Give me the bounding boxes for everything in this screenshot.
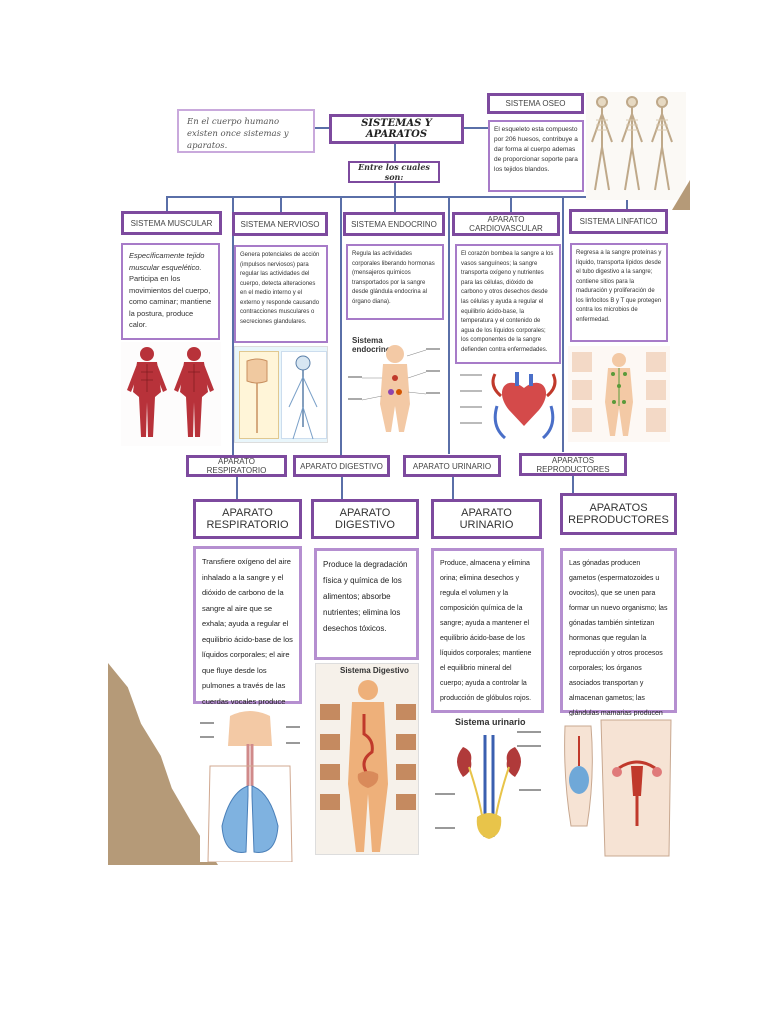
nervioso-title-box: SISTEMA NERVIOSO bbox=[232, 212, 328, 236]
respiratorio-title: APARATO RESPIRATORIO bbox=[206, 507, 289, 531]
muscular-italic: Específicamente tejido muscular esquelét… bbox=[129, 251, 205, 272]
intro-box: En el cuerpo humano existen once sistema… bbox=[177, 109, 315, 153]
connector bbox=[464, 127, 488, 129]
linfatico-title-box: SISTEMA LINFATICO bbox=[569, 209, 668, 234]
connector bbox=[626, 196, 628, 210]
connector bbox=[562, 196, 564, 452]
muscular-title-box: SISTEMA MUSCULAR bbox=[121, 211, 222, 235]
urinario-caption: Sistema urinario bbox=[455, 717, 526, 727]
oseo-title: SISTEMA OSEO bbox=[505, 99, 566, 108]
respiratorio-text: Transfiere oxígeno del aire inhalado a l… bbox=[202, 557, 293, 721]
cardiovascular-title: APARATO CARDIOVASCULAR bbox=[469, 215, 543, 233]
nervioso-text: Genera potenciales de acción (impulsos n… bbox=[240, 252, 320, 325]
reproductores-text: Las gónadas producen gametos (espermatoz… bbox=[569, 560, 668, 732]
connector bbox=[448, 196, 450, 454]
linfatico-text: Regresa a la sangre proteínas y líquido,… bbox=[576, 250, 662, 323]
digestivo-title: APARATO DIGESTIVO bbox=[335, 507, 395, 531]
connector bbox=[280, 196, 282, 212]
oseo-text: El esqueleto esta compuesto por 206 hues… bbox=[494, 126, 578, 173]
small-header-reproductores-label: APARATOS REPRODUCTORES bbox=[536, 455, 610, 474]
endocrino-title: SISTEMA ENDOCRINO bbox=[351, 219, 437, 229]
muscular-title: SISTEMA MUSCULAR bbox=[130, 218, 213, 228]
endocrino-title-box: SISTEMA ENDOCRINO bbox=[343, 212, 445, 236]
oseo-title-box: SISTEMA OSEO bbox=[487, 93, 584, 114]
digestivo-caption: Sistema Digestivo bbox=[340, 666, 409, 675]
linfatico-box: Regresa a la sangre proteínas y líquido,… bbox=[570, 243, 668, 342]
connector bbox=[166, 196, 168, 212]
small-header-digestivo-label: APARATO DIGESTIVO bbox=[300, 461, 383, 471]
small-header-urinario: APARATO URINARIO bbox=[403, 455, 501, 477]
muscular-box: Específicamente tejido muscular esquelét… bbox=[121, 243, 220, 340]
digestivo-image: Sistema Digestivo bbox=[315, 663, 419, 855]
skeleton-image bbox=[586, 92, 686, 200]
digestivo-box: Produce la degradación física y química … bbox=[314, 548, 419, 660]
urinario-box: Produce, almacena y elimina orina; elimi… bbox=[431, 548, 544, 713]
connector bbox=[315, 127, 329, 129]
reproductores-box: Las gónadas producen gametos (espermatoz… bbox=[560, 548, 677, 732]
reproductores-title-box: APARATOS REPRODUCTORES bbox=[560, 493, 677, 535]
connector bbox=[394, 196, 396, 212]
endocrino-caption: Sistema endocrino bbox=[352, 336, 391, 354]
muscular-image bbox=[121, 342, 221, 446]
cardiovascular-box: El corazón bombea la sangre a los vasos … bbox=[455, 244, 561, 364]
nervioso-box: Genera potenciales de acción (impulsos n… bbox=[234, 245, 328, 343]
connector bbox=[236, 477, 238, 499]
small-header-digestivo: APARATO DIGESTIVO bbox=[293, 455, 390, 477]
main-title-box: SISTEMAS Y APARATOS bbox=[329, 114, 464, 144]
subtitle: Entre los cuales son: bbox=[358, 162, 430, 182]
respiratorio-title-box: APARATO RESPIRATORIO bbox=[193, 499, 302, 539]
nervioso-title: SISTEMA NERVIOSO bbox=[240, 219, 320, 229]
small-header-respiratorio: APARATO RESPIRATORIO bbox=[186, 455, 287, 477]
nervioso-image bbox=[234, 346, 328, 443]
endocrino-image: Sistema endocrino bbox=[346, 334, 444, 434]
cardiovascular-title-box: APARATO CARDIOVASCULAR bbox=[452, 212, 560, 236]
connector bbox=[232, 196, 234, 456]
respiratorio-image bbox=[200, 706, 300, 862]
urinario-title-box: APARATO URINARIO bbox=[431, 499, 542, 539]
connector bbox=[340, 196, 342, 456]
intro-text: En el cuerpo humano existen once sistema… bbox=[187, 117, 289, 151]
digestivo-text: Produce la degradación física y química … bbox=[323, 560, 408, 633]
digestivo-title-box: APARATO DIGESTIVO bbox=[311, 499, 419, 539]
oseo-box: El esqueleto esta compuesto por 206 hues… bbox=[488, 120, 584, 192]
respiratorio-box: Transfiere oxígeno del aire inhalado a l… bbox=[193, 546, 302, 721]
reproductores-title: APARATOS REPRODUCTORES bbox=[568, 502, 669, 526]
urinario-image: Sistema urinario bbox=[433, 717, 545, 857]
connector bbox=[394, 183, 396, 197]
endocrino-box: Regula las actividades corporales libera… bbox=[346, 244, 444, 320]
connector bbox=[166, 196, 628, 198]
endocrino-text: Regula las actividades corporales libera… bbox=[352, 251, 435, 305]
main-title: SISTEMAS Y APARATOS bbox=[361, 118, 432, 140]
cardiovascular-image bbox=[487, 366, 561, 446]
connector bbox=[394, 143, 396, 161]
subtitle-box: Entre los cuales son: bbox=[348, 161, 440, 183]
muscular-text: Participa en los movimientos del cuerpo,… bbox=[129, 274, 212, 329]
connector bbox=[510, 196, 512, 212]
urinario-title: APARATO URINARIO bbox=[459, 507, 514, 531]
small-header-reproductores: APARATOS REPRODUCTORES bbox=[519, 453, 627, 476]
small-header-respiratorio-label: APARATO RESPIRATORIO bbox=[206, 457, 267, 475]
cardiovascular-label-strip bbox=[460, 368, 486, 438]
cardiovascular-text: El corazón bombea la sangre a los vasos … bbox=[461, 251, 554, 353]
urinario-text: Produce, almacena y elimina orina; elimi… bbox=[440, 560, 532, 702]
linfatico-image bbox=[568, 346, 670, 442]
connector bbox=[572, 476, 574, 494]
connector bbox=[452, 477, 454, 499]
small-header-urinario-label: APARATO URINARIO bbox=[412, 461, 492, 471]
linfatico-title: SISTEMA LINFATICO bbox=[579, 217, 658, 226]
reproductores-image bbox=[561, 716, 679, 860]
connector bbox=[341, 477, 343, 499]
